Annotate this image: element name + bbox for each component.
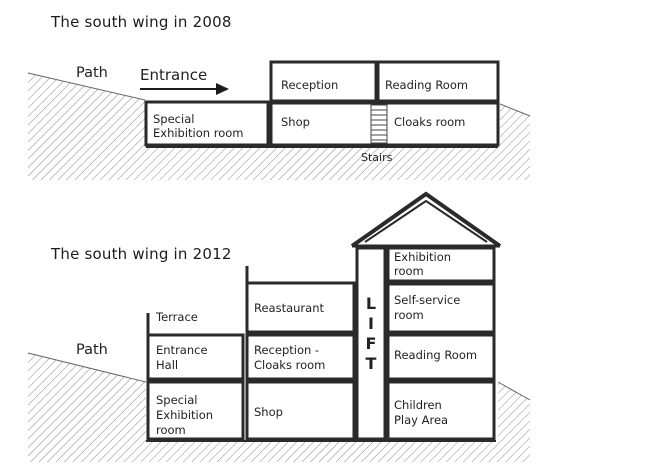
special-label-line3-2012: room <box>156 423 186 437</box>
special-label-line1-2008: Special <box>153 112 195 126</box>
reception-label-2008: Reception <box>281 78 339 92</box>
stairs-icon <box>370 104 388 144</box>
special-label-line2-2012: Exhibition <box>156 408 214 422</box>
reading-room-2008 <box>376 60 500 103</box>
hillside-2008 <box>27 72 531 180</box>
reading-room-label-2008: Reading Room <box>385 78 469 92</box>
children-label-line2: Play Area <box>394 413 449 427</box>
exhibition-label-line1: Exhibition <box>394 250 452 264</box>
cloaks-room-label-2008: Cloaks room <box>394 115 466 129</box>
shop-room-2012 <box>245 380 356 441</box>
reception-2008 <box>269 60 378 103</box>
children-label-line1: Children <box>394 398 442 412</box>
special-label-line1-2012: Special <box>156 393 198 407</box>
entrance-arrow-icon <box>140 83 229 95</box>
lift-shaft <box>355 246 387 441</box>
lift-label: L I F T <box>361 294 381 374</box>
path-label-2008: Path <box>76 65 108 81</box>
entrance-hall-room <box>146 333 245 381</box>
title-2012: The south wing in 2012 <box>51 245 232 263</box>
reception-label-line2-2012: Cloaks room <box>254 358 326 372</box>
terrace-label: Terrace <box>156 310 198 324</box>
terrace-railing <box>146 266 354 335</box>
lift-letter: L <box>365 294 377 313</box>
hillside-2012 <box>27 352 531 462</box>
stairs-label: Stairs <box>361 151 393 164</box>
lift-letter: I <box>368 314 374 333</box>
entrance-label: Entrance <box>140 66 208 84</box>
self-service-room <box>386 282 496 334</box>
reception-label-line1-2012: Reception - <box>254 343 320 357</box>
path-label-2012: Path <box>76 342 108 358</box>
self-service-label-line1: Self-service <box>394 293 461 307</box>
self-service-label-line2: room <box>394 308 424 322</box>
exhibition-room-2012 <box>386 246 496 283</box>
reading-room-2012 <box>386 333 496 381</box>
title-2008: The south wing in 2008 <box>51 13 232 31</box>
shop-label-2008: Shop <box>281 115 310 129</box>
lift-letter: T <box>365 354 377 373</box>
special-exhibition-room-2008 <box>144 100 270 147</box>
entrance-hall-label-line1: Entrance <box>156 343 208 357</box>
shop-label-2012: Shop <box>254 405 283 419</box>
lift-letter: F <box>365 334 377 353</box>
roof <box>350 191 502 248</box>
exhibition-label-line2: room <box>394 264 424 278</box>
reception-cloaks-room <box>245 333 356 381</box>
special-exhibition-room-2012 <box>146 380 245 441</box>
special-label-line2-2008: Exhibition room <box>153 126 244 140</box>
entrance-hall-label-line2: Hall <box>156 358 179 372</box>
building-2012 <box>146 246 496 441</box>
reading-room-label-2012: Reading Room <box>394 348 478 362</box>
children-play-area <box>386 380 496 441</box>
restaurant-room <box>245 281 356 334</box>
restaurant-label: Reastaurant <box>254 301 325 315</box>
